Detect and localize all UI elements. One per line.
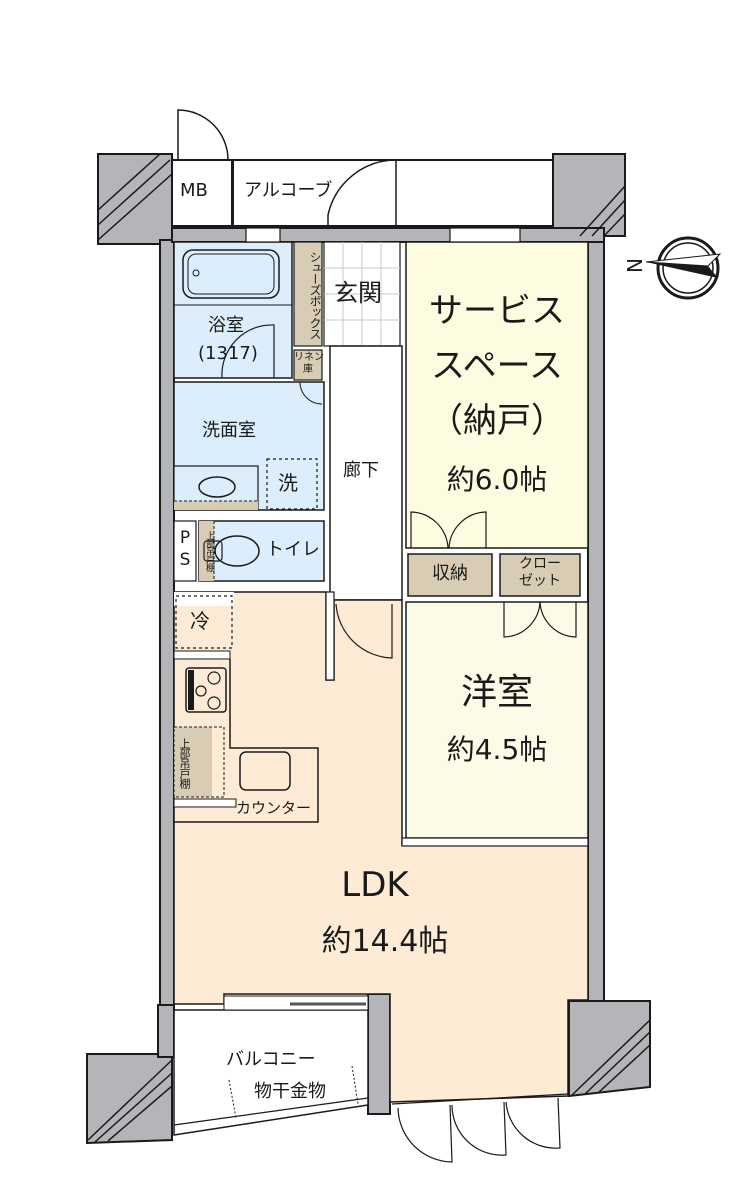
washer-label: 洗 [278, 471, 298, 495]
service-space-line-3: （納戸） [429, 401, 565, 441]
kitchen-upper-cabinet-label: 上部吊戸棚 [178, 738, 191, 788]
balcony-door-swings [391, 1093, 569, 1163]
ldk-label: LDK [341, 865, 409, 905]
wall-hatch-lines [87, 153, 651, 1143]
bathtub-icon [182, 249, 280, 299]
service-space-label: サービス スペース （納戸） [406, 284, 588, 449]
entrance-tile [323, 241, 401, 347]
linen-label-line-1: リネン [294, 352, 324, 363]
closet-label-line-1: クロー [519, 556, 561, 572]
mb-door-swing [177, 109, 229, 161]
shoe-box [293, 241, 323, 347]
bath-label: 浴室 [208, 315, 244, 336]
ps-label-line-2: S [179, 550, 191, 570]
bath-size-label: (1317) [198, 343, 258, 364]
bath-area [173, 241, 293, 379]
western-room-area-label: 約4.5帖 [446, 733, 548, 766]
washroom-label: 洗面室 [202, 420, 256, 441]
toilet-label: トイレ [266, 539, 320, 560]
shoe-box-label: シューズボックス [308, 251, 322, 339]
counter-label: カウンター [236, 799, 312, 817]
compass-north-label: N [622, 258, 647, 273]
pipe-space [173, 520, 197, 582]
stove-icon [185, 667, 227, 713]
entrance-label: 玄関 [334, 279, 382, 307]
linen-label: リネン庫 [294, 352, 324, 376]
toilet-icon [214, 535, 260, 567]
toilet-upper-cabinet-label: 上部吊戸棚 [204, 531, 214, 571]
closet-label: クローゼット [500, 556, 580, 590]
hallway-area [329, 345, 403, 601]
alcove-area [171, 159, 554, 227]
walk-closet [499, 553, 581, 597]
service-space-line-1: サービス [429, 291, 565, 331]
fridge-label: 冷 [190, 609, 210, 633]
hallway-label: 廊下 [343, 460, 379, 481]
service-space-area [405, 241, 589, 549]
western-room-label: 洋室 [460, 672, 533, 713]
toilet-area [198, 520, 325, 582]
ps-label-line-1: P [179, 528, 191, 548]
balcony-area [173, 1009, 369, 1136]
linen-closet [293, 349, 323, 381]
alcove-label: アルコーブ [244, 180, 333, 201]
closet-label-line-2: ゼット [519, 573, 561, 589]
compass-icon [645, 236, 722, 300]
storage-closet [407, 553, 493, 597]
linen-label-line-2: 庫 [303, 364, 313, 375]
service-space-area-label: 約6.0帖 [446, 463, 548, 496]
kitchen-sink-icon [239, 751, 291, 791]
service-space-line-2: スペース [431, 346, 563, 386]
balcony-label: バルコニー [226, 1049, 316, 1070]
sink-icon [198, 476, 236, 498]
kitchen-counter [174, 659, 319, 823]
mb-label: MB [180, 180, 208, 201]
entrance-door-swing [327, 159, 397, 228]
washer-space [266, 458, 318, 510]
storage-label: 収納 [432, 563, 468, 584]
western-room-area [405, 601, 589, 839]
laundry-pole-label: 物干金物 [254, 1081, 326, 1102]
ldk-area-label: 約14.4帖 [321, 924, 449, 959]
